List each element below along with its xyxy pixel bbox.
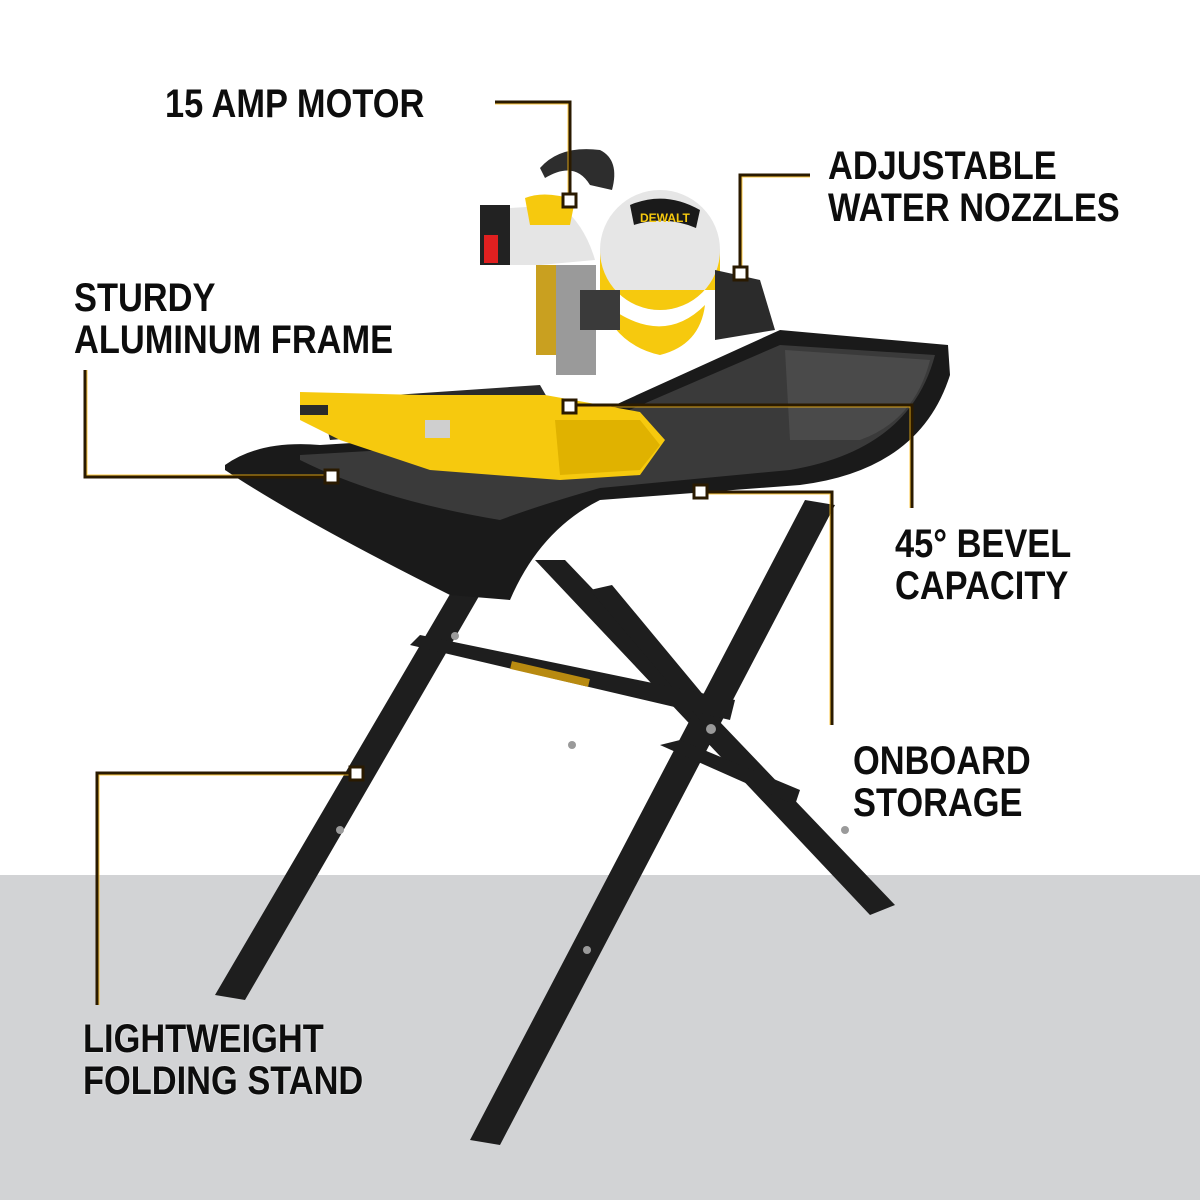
callout-water-nozzles-label: ADJUSTABLE WATER NOZZLES [828,144,1120,230]
saw-head: DEWALT [480,149,775,375]
callout-motor-label: 15 AMP MOTOR [165,82,425,126]
svg-text:DEWALT: DEWALT [640,211,690,225]
callout-bevel-capacity-label: 45° BEVEL CAPACITY [895,522,1072,608]
callout-folding-stand-label: LIGHTWEIGHT FOLDING STAND [83,1017,364,1103]
callout-aluminum-frame-label: STURDY ALUMINUM FRAME [74,276,394,362]
callout-markers [323,192,749,782]
callout-lines [83,100,914,1005]
callout-onboard-storage-label: ONBOARD STORAGE [853,739,1031,825]
